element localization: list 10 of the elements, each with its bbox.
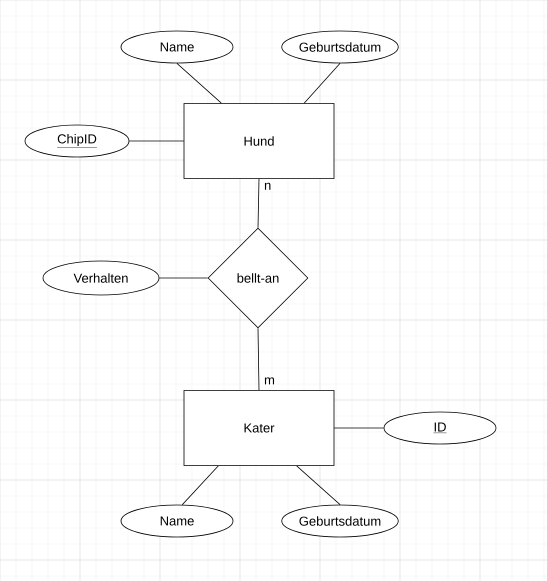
entity-box: Kater	[184, 390, 334, 466]
connector-line	[182, 466, 219, 506]
connector-line	[258, 178, 260, 228]
connector-line	[304, 63, 340, 104]
entity-box: Hund	[184, 103, 334, 179]
connector-line	[129, 140, 184, 142]
connector-line	[176, 63, 222, 104]
connector-line	[296, 466, 340, 505]
connector-line	[258, 328, 260, 390]
cardinality-label: n	[263, 182, 272, 191]
